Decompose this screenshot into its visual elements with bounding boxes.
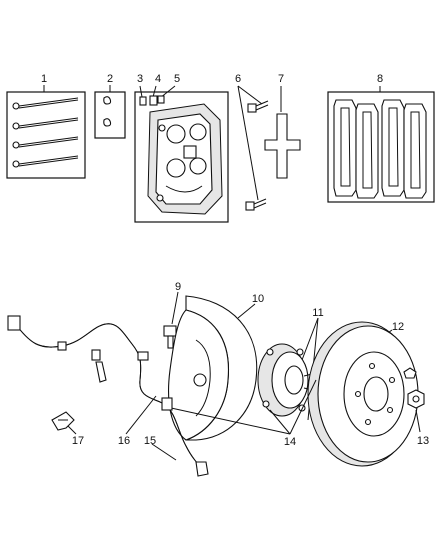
callout-5: 5 [174, 73, 180, 85]
bolt-upper [247, 100, 269, 113]
brake-rotor [307, 321, 419, 467]
leader-16 [125, 395, 157, 435]
leader-3 [139, 85, 143, 98]
leader-14a [161, 405, 291, 435]
callout-13: 13 [417, 435, 429, 447]
callout-9: 9 [175, 281, 181, 293]
callout-3: 3 [137, 73, 143, 85]
leader-15 [151, 443, 177, 461]
brake-pads-group [327, 86, 435, 203]
brake-caliper [147, 103, 223, 215]
callout-6: 6 [235, 73, 241, 85]
leader-14c [289, 379, 317, 435]
callout-11: 11 [312, 307, 323, 319]
guide-pin-3 [12, 136, 79, 149]
callout-16: 16 [118, 435, 130, 447]
callout-14: 14 [284, 436, 296, 448]
caliper-frame [134, 91, 229, 223]
callout-2: 2 [107, 73, 113, 85]
guide-pin-1 [12, 97, 79, 110]
shield-bolt [163, 291, 179, 349]
clip-lower [103, 118, 112, 127]
brake-pad-1 [333, 99, 357, 197]
leader-4 [152, 85, 157, 98]
callout-8: 8 [377, 73, 383, 85]
harness-connector [7, 315, 21, 331]
leader-10 [237, 303, 256, 319]
bleeder-screw [139, 95, 165, 106]
speed-sensor-head [195, 461, 209, 477]
leader-9 [171, 291, 179, 325]
pin-kit-frame [6, 91, 86, 179]
bolt-lower [245, 198, 267, 211]
retaining-clip [403, 367, 417, 379]
harness-bracket-1 [95, 361, 107, 383]
leader-11a [301, 317, 319, 361]
guide-pin-4 [12, 155, 79, 168]
callout-7: 7 [278, 73, 284, 85]
harness-bracket-2 [161, 397, 173, 411]
callout-15: 15 [144, 435, 156, 447]
callout-4: 4 [155, 73, 161, 85]
leader-6a [237, 85, 263, 105]
wheel-speed-sensor-harness [7, 315, 209, 477]
brake-pad-4 [403, 103, 427, 199]
hub-bearing [257, 317, 319, 421]
callout-17: 17 [72, 435, 84, 447]
lug-nut [407, 389, 425, 433]
brake-pads-frame [327, 91, 435, 203]
callout-1: 1 [41, 73, 47, 85]
harness-clip [51, 411, 77, 435]
caliper-group [134, 85, 229, 223]
harness-grommet-1 [57, 341, 67, 351]
leader-14b [269, 409, 291, 435]
harness-grommet-3 [137, 351, 149, 361]
clip-kit-group [94, 85, 126, 139]
harness-grommet-2 [91, 349, 101, 361]
clip-upper [103, 96, 112, 105]
callout-10: 10 [252, 293, 264, 305]
callout-12: 12 [392, 321, 404, 333]
splash-shield [168, 295, 258, 441]
anti-rattle-clip [264, 86, 301, 179]
brake-pad-3 [381, 99, 405, 197]
leader-6b [237, 85, 259, 201]
pin-kit-group [6, 85, 86, 179]
brake-pad-2 [355, 103, 379, 199]
leader-13 [415, 409, 421, 433]
mounting-bolts [237, 85, 269, 211]
guide-pin-2 [12, 117, 79, 130]
